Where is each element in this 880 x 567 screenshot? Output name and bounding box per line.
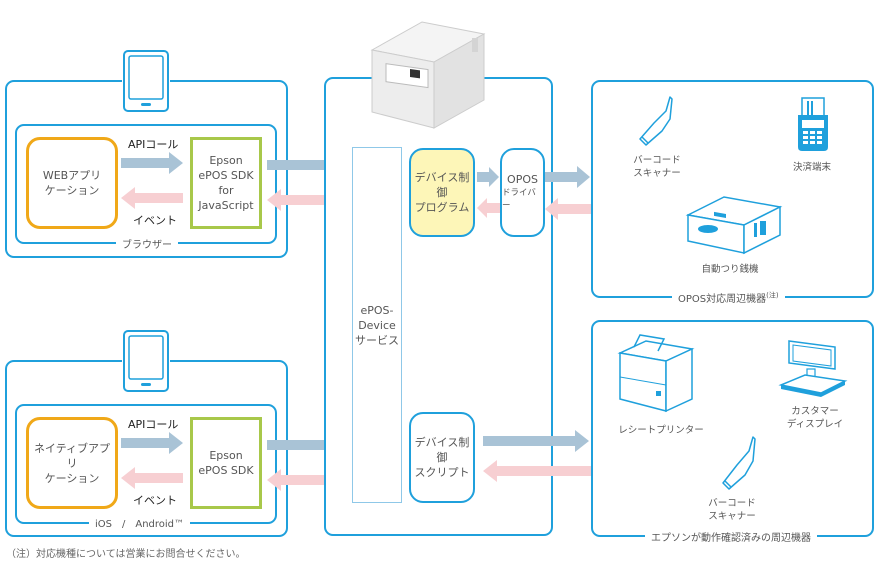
api-call-arrow [121,432,183,454]
opos-caption-text: OPOS対応周辺機器 [678,294,767,305]
api-call-arrow [121,152,183,174]
tablet-icon [122,49,170,113]
opos-driver-box: OPOS ドライバー [500,148,545,237]
barcode-scanner-icon [639,96,673,146]
event-arrow [121,187,183,209]
driver-to-opos-arrow [545,166,590,188]
peripherals-to-script-arrow [483,460,591,482]
tablet-icon [122,329,170,393]
barcode-scanner-icon [722,436,756,490]
device-control-program-box: デバイス制御 プログラム [409,148,475,237]
api-call-label: APIコール [128,418,179,431]
receipt-printer-icon [617,334,695,413]
verified-item-label: カスタマー ディスプレイ [786,406,844,430]
opos-to-driver-arrow [545,198,591,220]
epos-sdk-js-box: Epson ePOS SDK for JavaScript [190,137,262,229]
api-call-label: APIコール [128,138,179,151]
opos-peripherals-caption: OPOS対応周辺機器(注) [672,290,785,305]
service-to-browser-arrow [267,189,347,211]
script-to-peripherals-arrow [483,430,589,452]
opos-driver-title: OPOS [507,173,538,186]
browser-caption: ブラウザー [116,236,178,251]
event-label: イベント [133,494,177,507]
payment-terminal-icon [798,97,828,151]
epos-device-service-box: ePOS- Device サービス [352,147,402,503]
opos-item-label: 決済端末 [792,162,831,173]
verified-peripherals-caption: エプソンが動作確認済みの周辺機器 [645,529,817,544]
web-application-box: WEBアプリ ケーション [26,137,118,229]
verified-item-label: バーコード スキャナー [708,498,756,522]
native-application-box: ネイティブアプリ ケーション [26,417,118,509]
native-caption: iOS / Android™ [89,515,191,530]
cash-changer-icon [685,196,783,255]
printer-icon [360,14,490,132]
opos-driver-subtitle: ドライバー [502,188,536,211]
browser-to-service-arrow [267,154,345,176]
event-arrow [121,467,183,489]
opos-item-label: バーコード スキャナー [633,155,681,179]
driver-to-program-arrow [477,198,501,218]
footnote: （注）対応機種については営業にお問合せください。 [6,549,246,560]
opos-caption-note: (注) [766,291,779,300]
customer-display-icon [778,340,848,397]
verified-item-label: レシートプリンター [618,425,704,436]
device-control-script-box: デバイス制御 スクリプト [409,412,475,503]
service-to-native-arrow [267,469,347,491]
epos-sdk-box: Epson ePOS SDK [190,417,262,509]
opos-item-label: 自動つり銭機 [701,264,759,275]
native-to-service-arrow [267,434,345,456]
program-to-driver-arrow [477,167,499,187]
event-label: イベント [133,214,177,227]
